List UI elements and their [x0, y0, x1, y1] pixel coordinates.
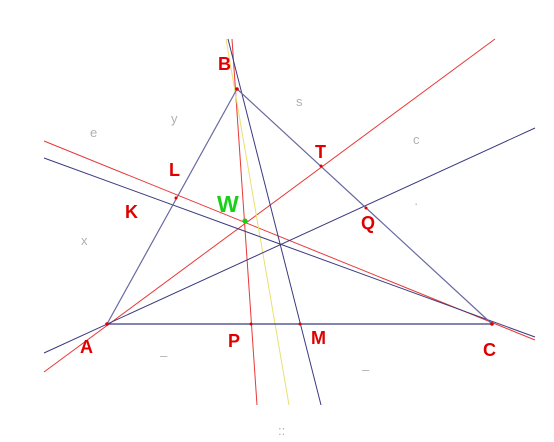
- label-q: Q: [361, 213, 375, 233]
- faint-label-dot: ·: [414, 196, 418, 211]
- faint-label-c: c: [413, 132, 420, 147]
- label-m: M: [311, 328, 326, 348]
- faint-label-x: x: [81, 233, 88, 248]
- side-ab: [106, 88, 238, 325]
- red-line-a-to-t: [43, 38, 496, 373]
- dark-line-a-to-q: [43, 127, 536, 354]
- yellow-line: [225, 38, 290, 406]
- dark-line-c-to-k: [43, 157, 536, 338]
- center-point-w: [242, 218, 248, 224]
- point-m-dot: [298, 322, 302, 326]
- label-t: T: [315, 142, 326, 162]
- label-c: C: [483, 340, 496, 360]
- vertex-points: [105, 87, 494, 326]
- vertex-a: [105, 322, 109, 326]
- faint-label-dash-left: –: [160, 348, 168, 363]
- point-t-dot: [319, 164, 323, 168]
- point-p-dot: [249, 322, 253, 326]
- vertex-b: [235, 87, 239, 91]
- label-a: A: [80, 337, 93, 357]
- faint-label-dash-right: –: [362, 362, 370, 377]
- point-labels: A B C K L M P Q T: [80, 54, 496, 360]
- label-l: L: [169, 160, 180, 180]
- red-lines: [43, 38, 536, 406]
- label-b: B: [218, 54, 231, 74]
- point-q-dot: [364, 206, 368, 210]
- faint-label-e: e: [90, 125, 97, 140]
- label-k: K: [125, 202, 138, 222]
- dark-line-b-to-m: [227, 38, 322, 406]
- side-bc: [236, 88, 493, 325]
- faint-label-colon: ::: [278, 423, 285, 438]
- faint-labels: e y s c x · – – ::: [81, 94, 420, 438]
- faint-label-y: y: [171, 111, 178, 126]
- vertex-c: [490, 322, 494, 326]
- label-w: W: [217, 191, 239, 217]
- label-p: P: [228, 331, 240, 351]
- dark-lines: [43, 38, 536, 406]
- point-l-dot: [174, 196, 178, 200]
- faint-label-s: s: [296, 94, 303, 109]
- triangle-abc: [106, 88, 493, 325]
